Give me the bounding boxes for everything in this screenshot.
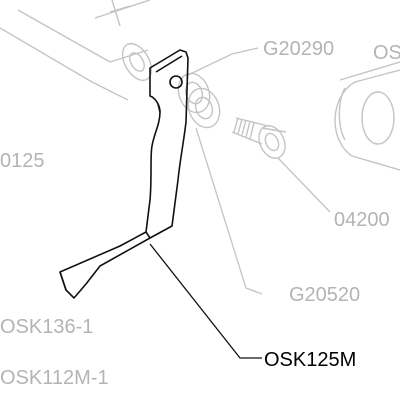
label-osk136-1: OSK136-1 (0, 316, 93, 338)
faded-leaders (185, 47, 331, 295)
label-g20520: G20520 (289, 284, 360, 306)
label-g20290: G20290 (263, 38, 334, 60)
label-os-partial: OS (373, 42, 400, 64)
label-04200: 04200 (334, 209, 390, 231)
faded-shaft (0, 0, 153, 101)
faded-washers (177, 72, 221, 129)
label-osk125m: OSK125M (264, 349, 356, 371)
osk125m-bracket (59, 49, 189, 299)
faded-screw (231, 117, 287, 159)
osk125m-leader (149, 243, 262, 359)
label-osk112m-1: OSK112M-1 (0, 367, 109, 389)
faded-housing (334, 61, 400, 171)
label-0125: 0125 (0, 150, 45, 172)
